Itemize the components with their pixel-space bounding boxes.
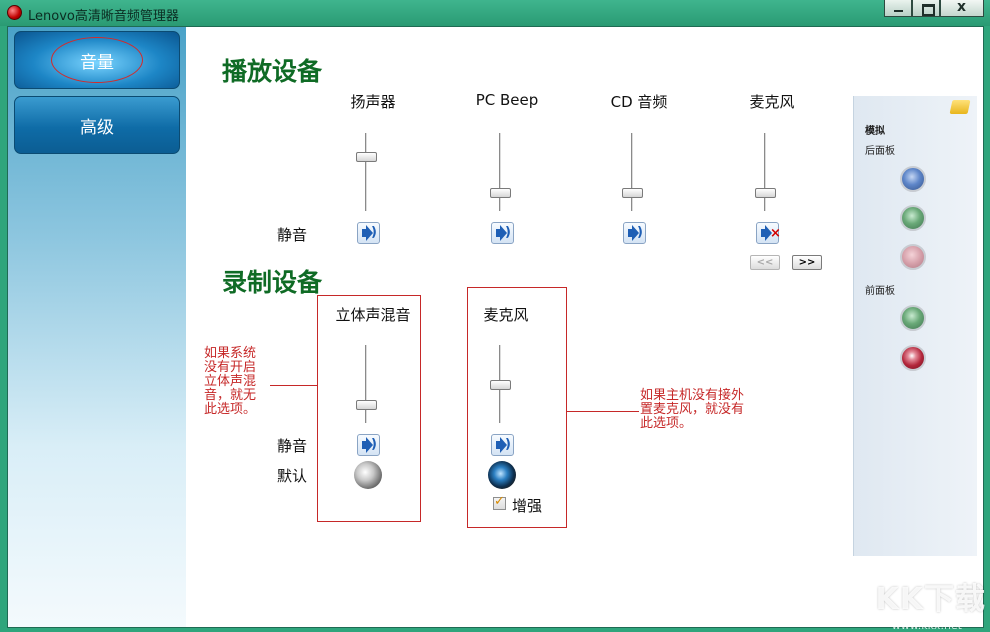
next-devices-button[interactable]: >>: [792, 255, 822, 270]
mute-toggle-cd[interactable]: ): [623, 222, 646, 244]
playback-device-label-mic: 麦克风: [749, 93, 795, 111]
playback-mute-label: 静音: [277, 226, 308, 244]
rear-jack-green[interactable]: [900, 205, 926, 231]
recording-mute-label: 静音: [277, 437, 308, 455]
front-panel-label: 前面板: [865, 286, 895, 297]
boost-checkbox[interactable]: [493, 494, 506, 510]
mic-note-connector: [567, 411, 639, 412]
window-client: 音量 高级 播放设备 扬声器 PC Beep CD 音频 麦克风 静音 ) ) …: [7, 26, 984, 628]
speaker-icon: [362, 225, 373, 241]
slider-track: [499, 133, 501, 211]
rear-jack-blue[interactable]: [900, 166, 926, 192]
sidebar-item-label: 高级: [80, 117, 114, 138]
slider-thumb[interactable]: [755, 188, 776, 198]
playback-volume-slider-mic[interactable]: [755, 133, 776, 211]
stereo-mix-note: 如果系统 没有开启 立体声混 音，就无 此选项。: [204, 346, 257, 417]
front-jack-red[interactable]: [900, 345, 926, 371]
slider-track: [764, 133, 766, 211]
minimize-button[interactable]: [884, 0, 912, 17]
prev-devices-button[interactable]: <<: [750, 255, 780, 270]
recording-volume-slider-stereo-mix[interactable]: [356, 345, 377, 423]
mute-toggle-stereo-mix[interactable]: ): [357, 434, 380, 456]
recording-device-label-mic: 麦克风: [483, 306, 529, 324]
jack-panel-title: 模拟: [865, 126, 885, 137]
maximize-button[interactable]: [912, 0, 940, 17]
recording-device-label-stereo-mix: 立体声混音: [335, 306, 411, 324]
slider-thumb[interactable]: [622, 188, 643, 198]
slider-thumb[interactable]: [356, 400, 377, 410]
playback-volume-slider-cd[interactable]: [622, 133, 643, 211]
playback-volume-slider-pcbeep[interactable]: [490, 133, 511, 211]
highlight-circle-annotation: [51, 37, 143, 83]
watermark-logo: KK下载: [875, 582, 986, 617]
speaker-muted-icon: [761, 225, 772, 241]
default-device-label: 默认: [277, 467, 308, 485]
mic-note: 如果主机没有接外 置麦克风，就没有 此选项。: [640, 388, 745, 431]
speaker-icon: [628, 225, 639, 241]
default-device-radio-mic[interactable]: [488, 461, 516, 489]
close-button[interactable]: x: [940, 0, 984, 17]
boost-label: 增强: [512, 497, 543, 515]
speaker-icon: [496, 225, 507, 241]
rear-jack-pink[interactable]: [900, 244, 926, 270]
stereo-mix-note-connector: [270, 385, 318, 386]
playback-volume-slider-speaker[interactable]: [356, 133, 377, 211]
sidebar-item-advanced[interactable]: 高级: [14, 96, 180, 154]
watermark-url: www.kkx.net: [891, 619, 962, 632]
front-jack-green[interactable]: [900, 305, 926, 331]
rear-panel-label: 后面板: [865, 146, 895, 157]
sidebar: 音量 高级: [8, 27, 186, 627]
recording-section-title: 录制设备: [222, 268, 323, 297]
mic-highlight-box: [467, 287, 567, 528]
slider-thumb[interactable]: [356, 152, 377, 162]
close-icon: x: [957, 0, 967, 15]
title-bar: Lenovo高清晰音频管理器 x: [0, 0, 990, 26]
mute-toggle-speaker[interactable]: ): [357, 222, 380, 244]
slider-track: [631, 133, 633, 211]
slider-track: [365, 133, 367, 211]
slider-thumb[interactable]: [490, 380, 511, 390]
recording-volume-slider-mic[interactable]: [490, 345, 511, 423]
sidebar-item-volume[interactable]: 音量: [14, 31, 180, 89]
window-title: Lenovo高清晰音频管理器: [28, 9, 179, 24]
app-logo-icon: [7, 5, 22, 20]
slider-thumb[interactable]: [490, 188, 511, 198]
mute-toggle-pcbeep[interactable]: ): [491, 222, 514, 244]
stereo-mix-highlight-box: [317, 295, 421, 522]
playback-device-label-cd: CD 音频: [610, 93, 668, 111]
mute-toggle-mic[interactable]: ×: [756, 222, 781, 244]
mute-toggle-recording-mic[interactable]: ): [491, 434, 514, 456]
playback-device-label-speaker: 扬声器: [350, 93, 396, 111]
speaker-icon: [496, 437, 507, 453]
slider-track: [365, 345, 367, 423]
playback-device-label-pcbeep: PC Beep: [475, 91, 539, 109]
window-controls: x: [884, 0, 984, 17]
default-device-radio-stereo-mix[interactable]: [354, 461, 382, 489]
speaker-icon: [362, 437, 373, 453]
jack-panel: 模拟 后面板 前面板: [853, 96, 977, 556]
folder-icon[interactable]: [949, 100, 971, 114]
playback-section-title: 播放设备: [222, 57, 323, 86]
